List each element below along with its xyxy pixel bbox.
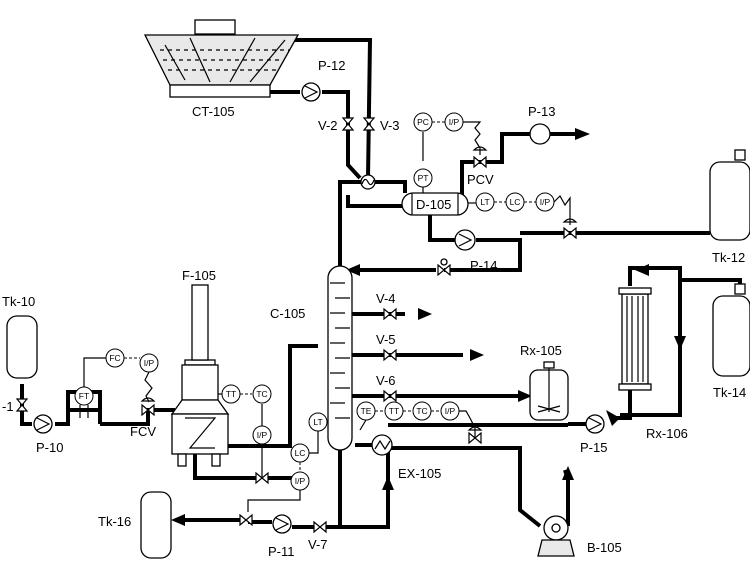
label-tk-12: Tk-12 bbox=[712, 250, 745, 265]
valve-v-4: V-4 bbox=[376, 291, 397, 320]
pump-p-15: P-15 bbox=[580, 414, 607, 455]
ip-f-bubble bbox=[252, 425, 272, 445]
label-v-3: V-3 bbox=[380, 118, 400, 133]
label-p-13: P-13 bbox=[528, 104, 555, 119]
bottoms-valve bbox=[239, 514, 253, 526]
valve-v-1: -1 bbox=[2, 398, 28, 414]
boiler-b-105: B-105 bbox=[537, 515, 622, 557]
tt-f-bubble bbox=[221, 384, 241, 404]
pump-p-11: P-11 bbox=[268, 514, 295, 559]
overhead-condenser bbox=[360, 174, 376, 190]
lt-d-bubble bbox=[475, 192, 495, 212]
pt-bubble bbox=[413, 168, 433, 188]
inst-te: TE bbox=[361, 406, 372, 416]
lc-d-bubble bbox=[505, 192, 525, 212]
label-v-5: V-5 bbox=[376, 332, 396, 347]
valve-v-7: V-7 bbox=[308, 521, 328, 552]
inst-tc-ex: TC bbox=[416, 406, 427, 416]
pc-bubble bbox=[413, 112, 433, 132]
exchanger-temp-control-loop: TE TT TC I/P bbox=[356, 401, 483, 444]
valve-v-5: V-5 bbox=[376, 332, 397, 361]
label-ex-105: EX-105 bbox=[398, 466, 441, 481]
tc-ex-bubble bbox=[412, 401, 432, 421]
column-level-control-loop: LT LC I/P bbox=[247, 412, 328, 512]
label-pcv: PCV bbox=[467, 172, 494, 187]
reflux-valve bbox=[437, 258, 451, 276]
inst-pt: PT bbox=[418, 173, 429, 183]
inst-ip-d: I/P bbox=[540, 197, 551, 207]
label-b-105: B-105 bbox=[587, 540, 622, 555]
flow-arrows bbox=[171, 128, 686, 526]
inst-lc-d: LC bbox=[510, 197, 521, 207]
ip-top-bubble bbox=[444, 112, 464, 132]
inst-lt-d: LT bbox=[480, 197, 489, 207]
pump-p-12: P-12 bbox=[301, 58, 345, 102]
label-tk-16: Tk-16 bbox=[98, 514, 131, 529]
label-p-15: P-15 bbox=[580, 440, 607, 455]
inst-ft: FT bbox=[79, 391, 89, 401]
valve-v-2: V-2 bbox=[318, 117, 354, 133]
label-p-14: P-14 bbox=[470, 258, 497, 273]
inst-lt-c: LT bbox=[313, 417, 322, 427]
inst-ip-top: I/P bbox=[449, 117, 460, 127]
cooling-tower-ct-105: CT-105 bbox=[143, 19, 300, 119]
label-rx-105: Rx-105 bbox=[520, 343, 562, 358]
label-p-12: P-12 bbox=[318, 58, 345, 73]
process-piping bbox=[20, 38, 742, 529]
label-d-105: D-105 bbox=[416, 197, 451, 212]
tank-tk-16: Tk-16 bbox=[98, 491, 172, 559]
label-p-11: P-11 bbox=[268, 544, 295, 559]
reactor-rx-106: Rx-106 bbox=[618, 287, 688, 441]
label-rx-106: Rx-106 bbox=[646, 426, 688, 441]
heat-exchanger-ex-105: EX-105 bbox=[371, 434, 441, 481]
feed-flow-control-loop: FT FC I/P FCV bbox=[74, 348, 159, 439]
label-c-105: C-105 bbox=[270, 306, 305, 321]
inst-tt-ex: TT bbox=[389, 406, 399, 416]
label-p-10: P-10 bbox=[36, 440, 63, 455]
inst-pc: PC bbox=[417, 117, 429, 127]
inst-fc: FC bbox=[109, 353, 120, 363]
tc-f-bubble bbox=[252, 384, 272, 404]
furnace-temp-control-loop: TT TC I/P bbox=[218, 384, 272, 484]
tank-tk-12: Tk-12 bbox=[709, 149, 750, 265]
drum-d-105: D-105 bbox=[401, 192, 469, 216]
label-fcv: FCV bbox=[130, 424, 156, 439]
tt-ex-bubble bbox=[384, 401, 404, 421]
pump-p-13: P-13 bbox=[528, 104, 555, 145]
inst-tt-f: TT bbox=[226, 389, 236, 399]
inst-lc-c: LC bbox=[295, 448, 306, 458]
tank-tk-14: Tk-14 bbox=[712, 283, 750, 400]
reactor-rx-105: Rx-105 bbox=[520, 343, 569, 421]
furnace-f-105: F-105 bbox=[170, 268, 230, 467]
drum-level-control-loop: LT LC I/P bbox=[468, 192, 578, 239]
valve-v-3: V-3 bbox=[363, 117, 400, 133]
pump-p-14: P-14 bbox=[454, 229, 497, 273]
label-v-6: V-6 bbox=[376, 373, 396, 388]
label-v-4: V-4 bbox=[376, 291, 396, 306]
inst-ip-f: I/P bbox=[257, 430, 268, 440]
label-f-105: F-105 bbox=[182, 268, 216, 283]
inst-ip-ex: I/P bbox=[445, 406, 456, 416]
inst-ip-fcv: I/P bbox=[144, 358, 155, 368]
label-v-7: V-7 bbox=[308, 537, 328, 552]
pump-p-10: P-10 bbox=[33, 414, 63, 455]
pressure-control-loop: PT PC I/P PCV bbox=[413, 112, 494, 193]
tank-tk-10: Tk-10 bbox=[2, 294, 38, 379]
label-tk-10: Tk-10 bbox=[2, 294, 35, 309]
label-v-1: -1 bbox=[2, 399, 14, 414]
inst-ip-c: I/P bbox=[295, 476, 306, 486]
label-tk-14: Tk-14 bbox=[713, 385, 746, 400]
label-ct-105: CT-105 bbox=[192, 104, 235, 119]
ip-d-bubble bbox=[535, 192, 555, 212]
column-c-105: C-105 bbox=[270, 265, 353, 451]
label-v-2: V-2 bbox=[318, 118, 338, 133]
inst-tc-f: TC bbox=[256, 389, 267, 399]
valve-v-6: V-6 bbox=[376, 373, 397, 402]
